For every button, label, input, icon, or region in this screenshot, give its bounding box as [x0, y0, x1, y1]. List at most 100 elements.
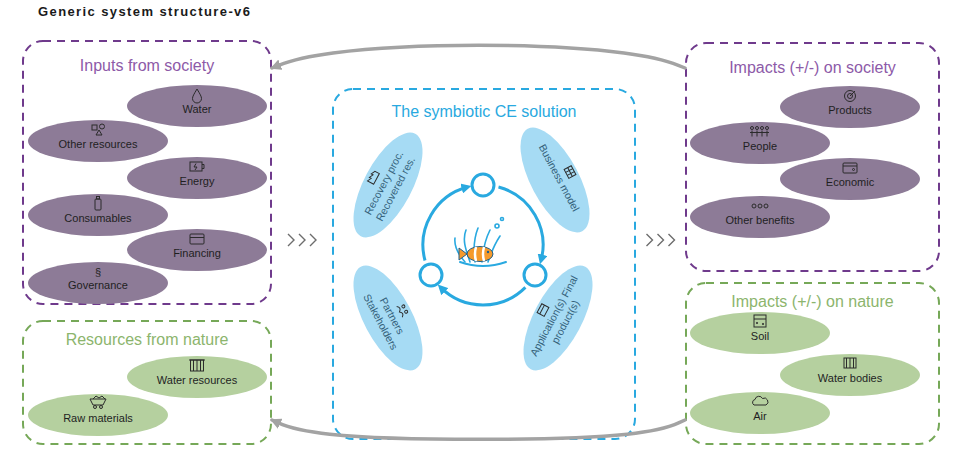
products-icon: [850, 91, 855, 96]
item-label: Soil: [751, 330, 769, 343]
soil-icon: [754, 315, 766, 327]
item-ellipse: Soil: [690, 312, 830, 354]
raw-materials-icon: [90, 396, 106, 405]
item-ellipse: Water bodies: [780, 354, 920, 396]
heading-stack: Inputs from society: [22, 56, 272, 75]
anemone-tentacle: [488, 236, 500, 262]
ellipse-fill: [690, 312, 830, 354]
ellipse-fill: [690, 122, 830, 164]
label-stack: Business model: [507, 118, 604, 243]
application-icon: [537, 304, 549, 317]
resources-icon: [92, 125, 97, 130]
dashed-border: [686, 43, 939, 271]
people-icon: [766, 127, 769, 130]
soil-icon: [756, 322, 757, 323]
ellipse-fill: [127, 157, 267, 199]
ellipse-fill: [28, 394, 168, 436]
item-label: Partners Stakeholders: [353, 272, 419, 365]
item-ellipse: Energy: [127, 157, 267, 199]
partners-icon: [397, 303, 409, 317]
cycle-circle: [420, 264, 442, 286]
item-ellipse: Air: [690, 392, 830, 434]
anemone-illustration: [455, 218, 506, 267]
ellipse-fill: [780, 354, 920, 396]
item-ellipse: People: [690, 122, 830, 164]
ellipse-fill: [780, 158, 920, 200]
economic-icon: [853, 169, 855, 171]
application-icon: [540, 305, 545, 314]
label-stack: §Governance: [28, 262, 168, 304]
products-icon: [845, 91, 856, 102]
ellipse-fill: [28, 262, 168, 304]
anemone-tentacle: [455, 238, 465, 262]
item-label: Products: [828, 104, 871, 117]
group-heading: The symbiotic CE solution: [332, 102, 636, 121]
consumables-icon: [97, 197, 100, 200]
item-label: People: [743, 140, 777, 153]
people-icon: [750, 131, 769, 137]
item-ellipse: Other benefits: [690, 196, 830, 238]
item-ellipse: Consumables: [28, 194, 168, 236]
water-resources-icon: [189, 360, 205, 371]
ellipse-fill: [28, 194, 168, 236]
heading-stack: Impacts (+/-) on society: [685, 58, 940, 77]
resources-icon: [96, 130, 102, 135]
business-icon: [564, 166, 576, 179]
ellipse-fill: [340, 256, 437, 381]
benefits-icon: [764, 204, 768, 208]
item-ellipse: Recovery proc. Recovered res.: [340, 123, 437, 248]
item-ellipse: Water: [127, 85, 267, 127]
water-bodies-icon: [847, 358, 854, 368]
label-stack: Other benefits: [690, 196, 830, 238]
energy-icon: [194, 164, 204, 171]
anemone-base: [460, 262, 506, 266]
energy-icon: [190, 162, 202, 171]
item-label: Financing: [173, 247, 221, 260]
economic-icon: [843, 163, 857, 173]
cycle-circle: [524, 264, 546, 286]
feedback-arrow: [272, 45, 685, 68]
fish-eye: [487, 251, 489, 253]
bubble: [501, 218, 504, 221]
raw-materials-icon: [94, 406, 97, 409]
benefits-icon: [752, 204, 756, 208]
group-heading: Impacts (+/-) on nature: [685, 292, 940, 311]
business-icon: [564, 166, 576, 179]
group-box: SoilWater bodiesAir Impacts (+/-) on natu…: [685, 282, 940, 445]
benefits-icon: [758, 204, 762, 208]
pill-icons: [90, 89, 857, 409]
item-label: Water resources: [157, 374, 237, 387]
group-box: Water resourcesRaw materials Resources fr…: [22, 320, 272, 445]
group-box: Recovery proc. Recovered res. Business mo…: [332, 88, 636, 440]
anemone-tentacle: [482, 230, 490, 262]
cycle-arc: [423, 187, 468, 261]
label-stack: Raw materials: [28, 394, 168, 436]
ellipse-fill: [690, 196, 830, 238]
item-ellipse: Business model: [507, 118, 604, 243]
ellipse-fill: [28, 120, 168, 162]
fish-tail: [459, 248, 467, 260]
recovery-icon: [368, 170, 380, 184]
item-ellipse: Other resources: [28, 120, 168, 162]
item-label: Water bodies: [818, 372, 882, 385]
cycle-arc: [441, 287, 526, 305]
dashed-border: [23, 41, 271, 304]
fish-body: [467, 247, 493, 262]
group-heading: Resources from nature: [22, 330, 272, 349]
label-stack: Recovery proc. Recovered res.: [340, 123, 437, 248]
ellipse-fill: [510, 256, 607, 381]
item-ellipse: §Governance: [28, 262, 168, 304]
label-stack: Application(s) Final product(s): [510, 256, 607, 381]
label-stack: Other resources: [28, 120, 168, 162]
label-stack: Energy: [127, 157, 267, 199]
label-stack: Soil: [690, 312, 830, 354]
consumables-icon: [95, 199, 101, 210]
label-stack: Air: [690, 392, 830, 434]
anemone-tentacle: [474, 228, 478, 262]
item-ellipse: Partners Stakeholders: [340, 256, 437, 381]
group-heading: Inputs from society: [22, 56, 272, 75]
item-ellipse: Economic: [780, 158, 920, 200]
group-heading: Impacts (+/-) on society: [685, 58, 940, 77]
people-icon: [756, 127, 759, 130]
dashed-border: [333, 89, 635, 439]
